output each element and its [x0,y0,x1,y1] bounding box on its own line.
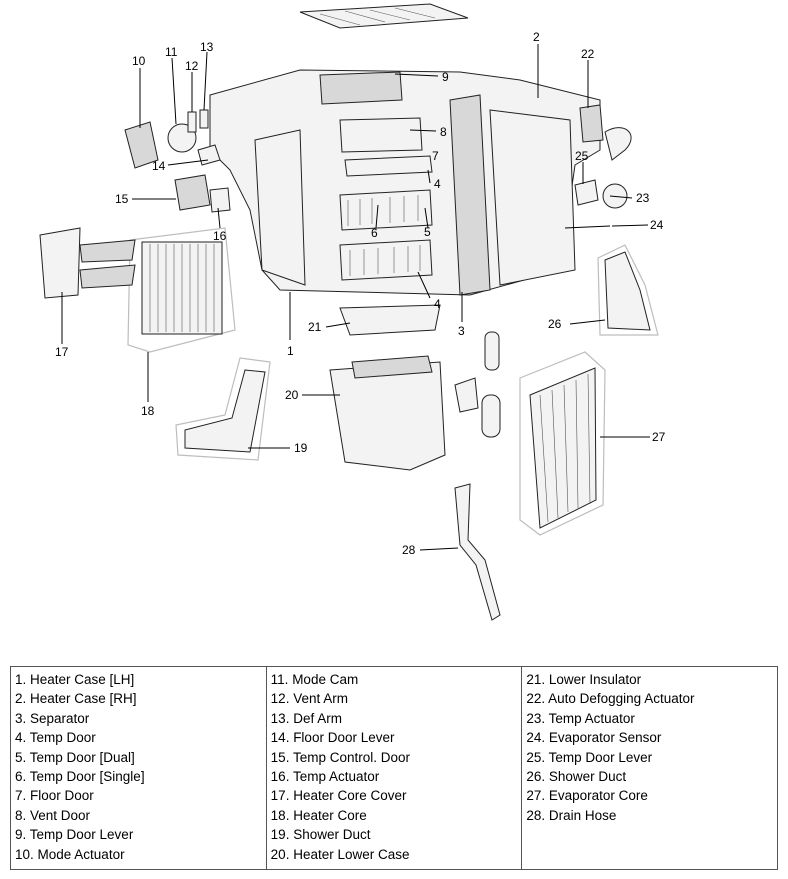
callout-1: 1 [287,344,294,358]
callout-27: 27 [652,430,666,444]
leader-lines [61,44,650,551]
legend-item: 19. Shower Duct [270,827,371,843]
callout-4a: 4 [434,297,441,311]
legend-item: 7. Floor Door [15,788,94,804]
legend-item: 10. Mode Actuator [15,846,125,862]
callout-4b: 4 [434,177,441,191]
callout-14: 14 [152,159,166,173]
callout-17: 17 [55,345,69,359]
callout-8: 8 [440,125,447,139]
callout-12: 12 [185,59,199,73]
heater-case-assembly [209,69,601,296]
legend-item: 13. Def Arm [270,710,342,726]
callout-10: 10 [132,54,146,68]
legend-item: 3. Separator [15,710,90,726]
legend-column-1: 1. Heater Case [LH] 2. Heater Case [RH] … [11,667,266,869]
callout-2: 2 [533,30,540,44]
legend-item: 4. Temp Door [15,730,96,746]
legend-item: 15. Temp Control. Door [270,749,410,765]
legend-item: 8. Vent Door [15,807,91,823]
callout-20: 20 [285,388,299,402]
legend-item: 18. Heater Core [270,807,367,823]
callout-labels: 1 2 3 4 4 5 6 7 8 9 10 11 12 13 14 15 16… [55,30,666,557]
legend-item: 6. Temp Door [Single] [15,769,145,785]
callout-19: 19 [294,441,308,455]
callout-3: 3 [458,324,465,338]
heater-lower-case [329,355,446,471]
callout-16: 16 [213,229,227,243]
callout-5: 5 [424,225,431,239]
legend-item: 14. Floor Door Lever [270,730,395,746]
legend-item: 26. Shower Duct [526,769,627,785]
callout-21: 21 [308,320,322,334]
callout-11: 11 [165,45,178,59]
legend-column-2: 11. Mode Cam 12. Vent Arm 13. Def Arm 14… [265,667,522,869]
callout-23: 23 [636,191,650,205]
callout-13: 13 [200,40,214,54]
exploded-parts-diagram: 1 2 3 4 4 5 6 7 8 9 10 11 12 13 14 15 16… [39,3,666,621]
legend-item: 22. Auto Defogging Actuator [526,691,695,707]
legend-item: 11. Mode Cam [270,672,359,687]
parts-legend-table: 1. Heater Case [LH] 2. Heater Case [RH] … [10,666,778,870]
shower-duct-left [175,357,271,461]
legend-item: 2. Heater Case [RH] [15,691,137,707]
callout-24: 24 [650,218,664,232]
lower-insulator [339,304,441,336]
legend-item: 17. Heater Core Cover [270,788,407,804]
callout-28: 28 [402,543,416,557]
legend-item: 24. Evaporator Sensor [526,730,662,746]
legend-item: 27. Evaporator Core [526,788,648,804]
legend-item: 23. Temp Actuator [526,710,635,726]
heater-core-group [39,227,236,353]
drain-hose [454,483,501,621]
top-filter-frame [299,3,469,29]
legend-item: 5. Temp Door [Dual] [15,749,135,765]
legend-item: 21. Lower Insulator [526,672,642,687]
shower-duct-right [597,244,659,336]
callout-22: 22 [581,47,595,61]
callout-18: 18 [141,404,155,418]
callout-26: 26 [548,317,562,331]
legend-item: 9. Temp Door Lever [15,827,134,843]
legend-item: 1. Heater Case [LH] [15,672,135,687]
callout-15: 15 [115,192,129,206]
legend-item: 25. Temp Door Lever [526,749,653,765]
legend-item: 16. Temp Actuator [270,769,380,785]
legend-item: 12. Vent Arm [270,691,348,707]
legend-column-3: 21. Lower Insulator 22. Auto Defogging A… [521,667,777,869]
legend-item: 20. Heater Lower Case [270,846,410,862]
legend-item: 28. Drain Hose [526,807,617,823]
evaporator-core-group [519,351,606,536]
callout-9: 9 [442,70,449,84]
callout-25: 25 [575,149,589,163]
callout-7: 7 [432,149,439,163]
callout-6: 6 [371,226,378,240]
seals [454,331,501,438]
